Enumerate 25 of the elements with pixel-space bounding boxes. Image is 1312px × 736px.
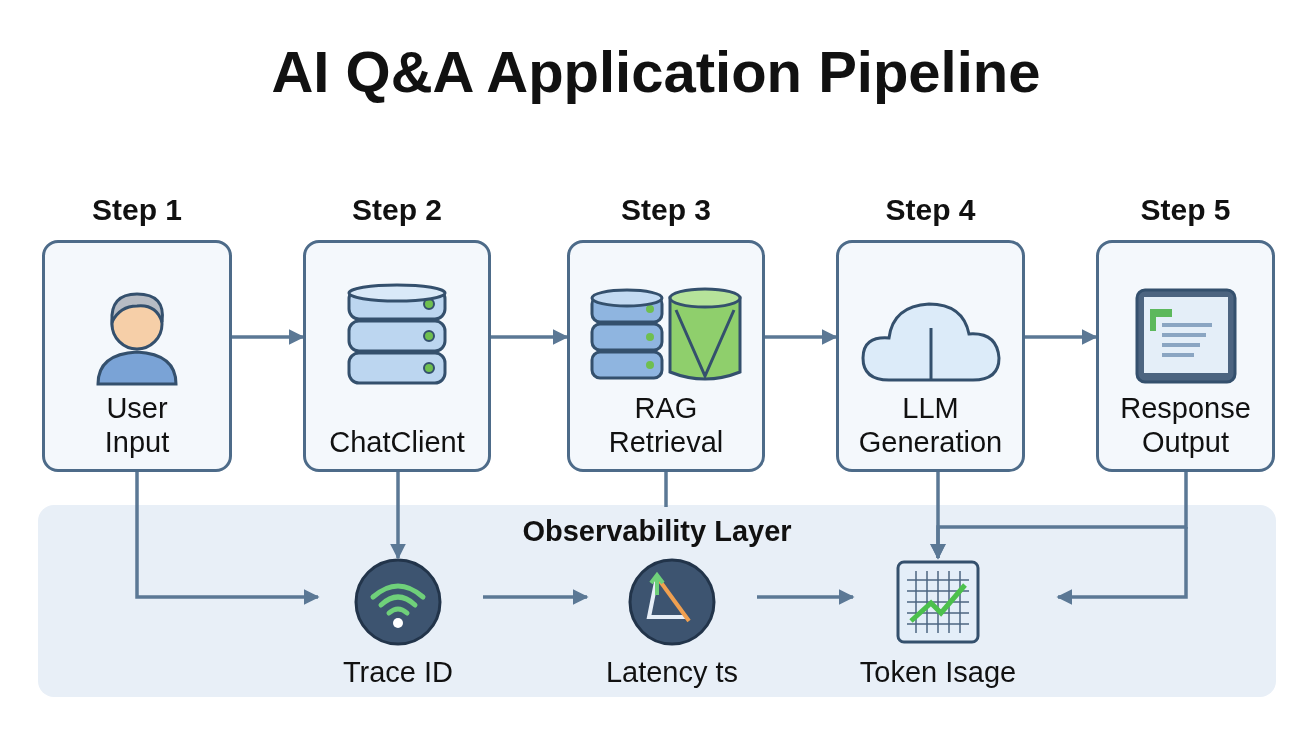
- step-heading: Step 3: [620, 193, 712, 227]
- arrow: [483, 589, 589, 605]
- arrow: [1056, 527, 1188, 605]
- layer-band: [38, 505, 1276, 697]
- step-heading: Step 2: [351, 193, 443, 227]
- metric-label: Latency ts: [605, 656, 739, 689]
- arrow: [491, 329, 569, 345]
- step-label: User Input: [104, 391, 170, 459]
- arrow: [232, 329, 305, 345]
- step-heading: Step 1: [91, 193, 183, 227]
- metric-label: Trace ID: [342, 656, 454, 689]
- arrow: [390, 472, 406, 560]
- diagram-title: AI Q&A Application Pipeline: [270, 38, 1042, 105]
- step-label: RAG Retrieval: [608, 391, 724, 459]
- arrow: [930, 472, 1188, 560]
- arrow: [765, 329, 838, 345]
- step-label: ChatClient: [329, 425, 465, 459]
- arrow: [757, 589, 855, 605]
- metric-label: Token Isage: [859, 656, 1017, 689]
- arrow: [135, 472, 320, 605]
- step-heading: Step 5: [1139, 193, 1232, 227]
- step-heading: Step 4: [884, 193, 977, 227]
- arrow: [1025, 329, 1098, 345]
- step-label: LLM Generation: [858, 391, 1003, 459]
- step-label: Response Output: [1120, 391, 1251, 459]
